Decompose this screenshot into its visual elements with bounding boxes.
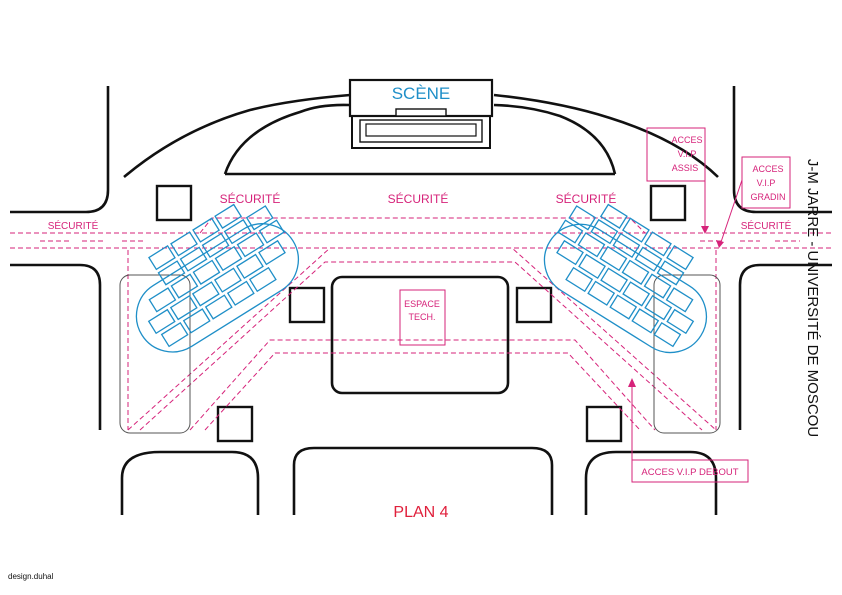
security-label-far-left: SÉCURITÉ [48, 219, 99, 232]
security-label-right: SÉCURITÉ [556, 191, 617, 206]
vip-assis-line-3: ASSIS [672, 163, 699, 173]
roads [10, 86, 832, 515]
vip-gradin-line-2: V.I.P [757, 178, 776, 188]
right-seat-blocks [556, 203, 695, 348]
vip-gradin-line-3: GRADIN [750, 192, 785, 202]
tech-space-line-1: ESPACE [404, 299, 440, 309]
security-lanes [10, 217, 832, 431]
vip-assis-line-2: V.I.P [678, 149, 697, 159]
stage-structure: SCÈNE [348, 78, 494, 149]
security-label-far-right: SÉCURITÉ [741, 219, 792, 232]
design-credit: design.duhal [8, 572, 54, 581]
security-label-left: SÉCURITÉ [220, 191, 281, 206]
security-label-center: SÉCURITÉ [388, 191, 449, 206]
pillars [155, 184, 687, 443]
arrow-icon [701, 226, 709, 234]
side-title: J-M JARRE - UNIVERSITÉ DE MOSCOU [804, 159, 821, 437]
vip-assis-line-1: ACCES [671, 135, 702, 145]
arrow-icon [628, 378, 636, 387]
tech-space-line-2: TECH. [409, 312, 436, 322]
vip-access-assis: ACCES V.I.P ASSIS [646, 127, 709, 234]
left-seat-blocks [147, 203, 286, 348]
tech-space: ESPACE TECH. [399, 289, 446, 346]
vip-access-debout: ACCES V.I.P DEBOUT [628, 378, 749, 483]
vip-gradin-line-1: ACCES [752, 164, 783, 174]
security-labels: SÉCURITÉ SÉCURITÉ SÉCURITÉ SÉCURITÉ SÉCU… [48, 191, 792, 232]
stage-label: SCÈNE [392, 84, 451, 103]
arrow-icon [716, 240, 724, 248]
right-grandstand [543, 203, 721, 434]
plan-title: PLAN 4 [393, 504, 448, 521]
vip-access-gradin: ACCES V.I.P GRADIN [716, 156, 791, 248]
vip-debout-label: ACCES V.I.P DEBOUT [641, 467, 738, 478]
left-grandstand [119, 203, 299, 434]
